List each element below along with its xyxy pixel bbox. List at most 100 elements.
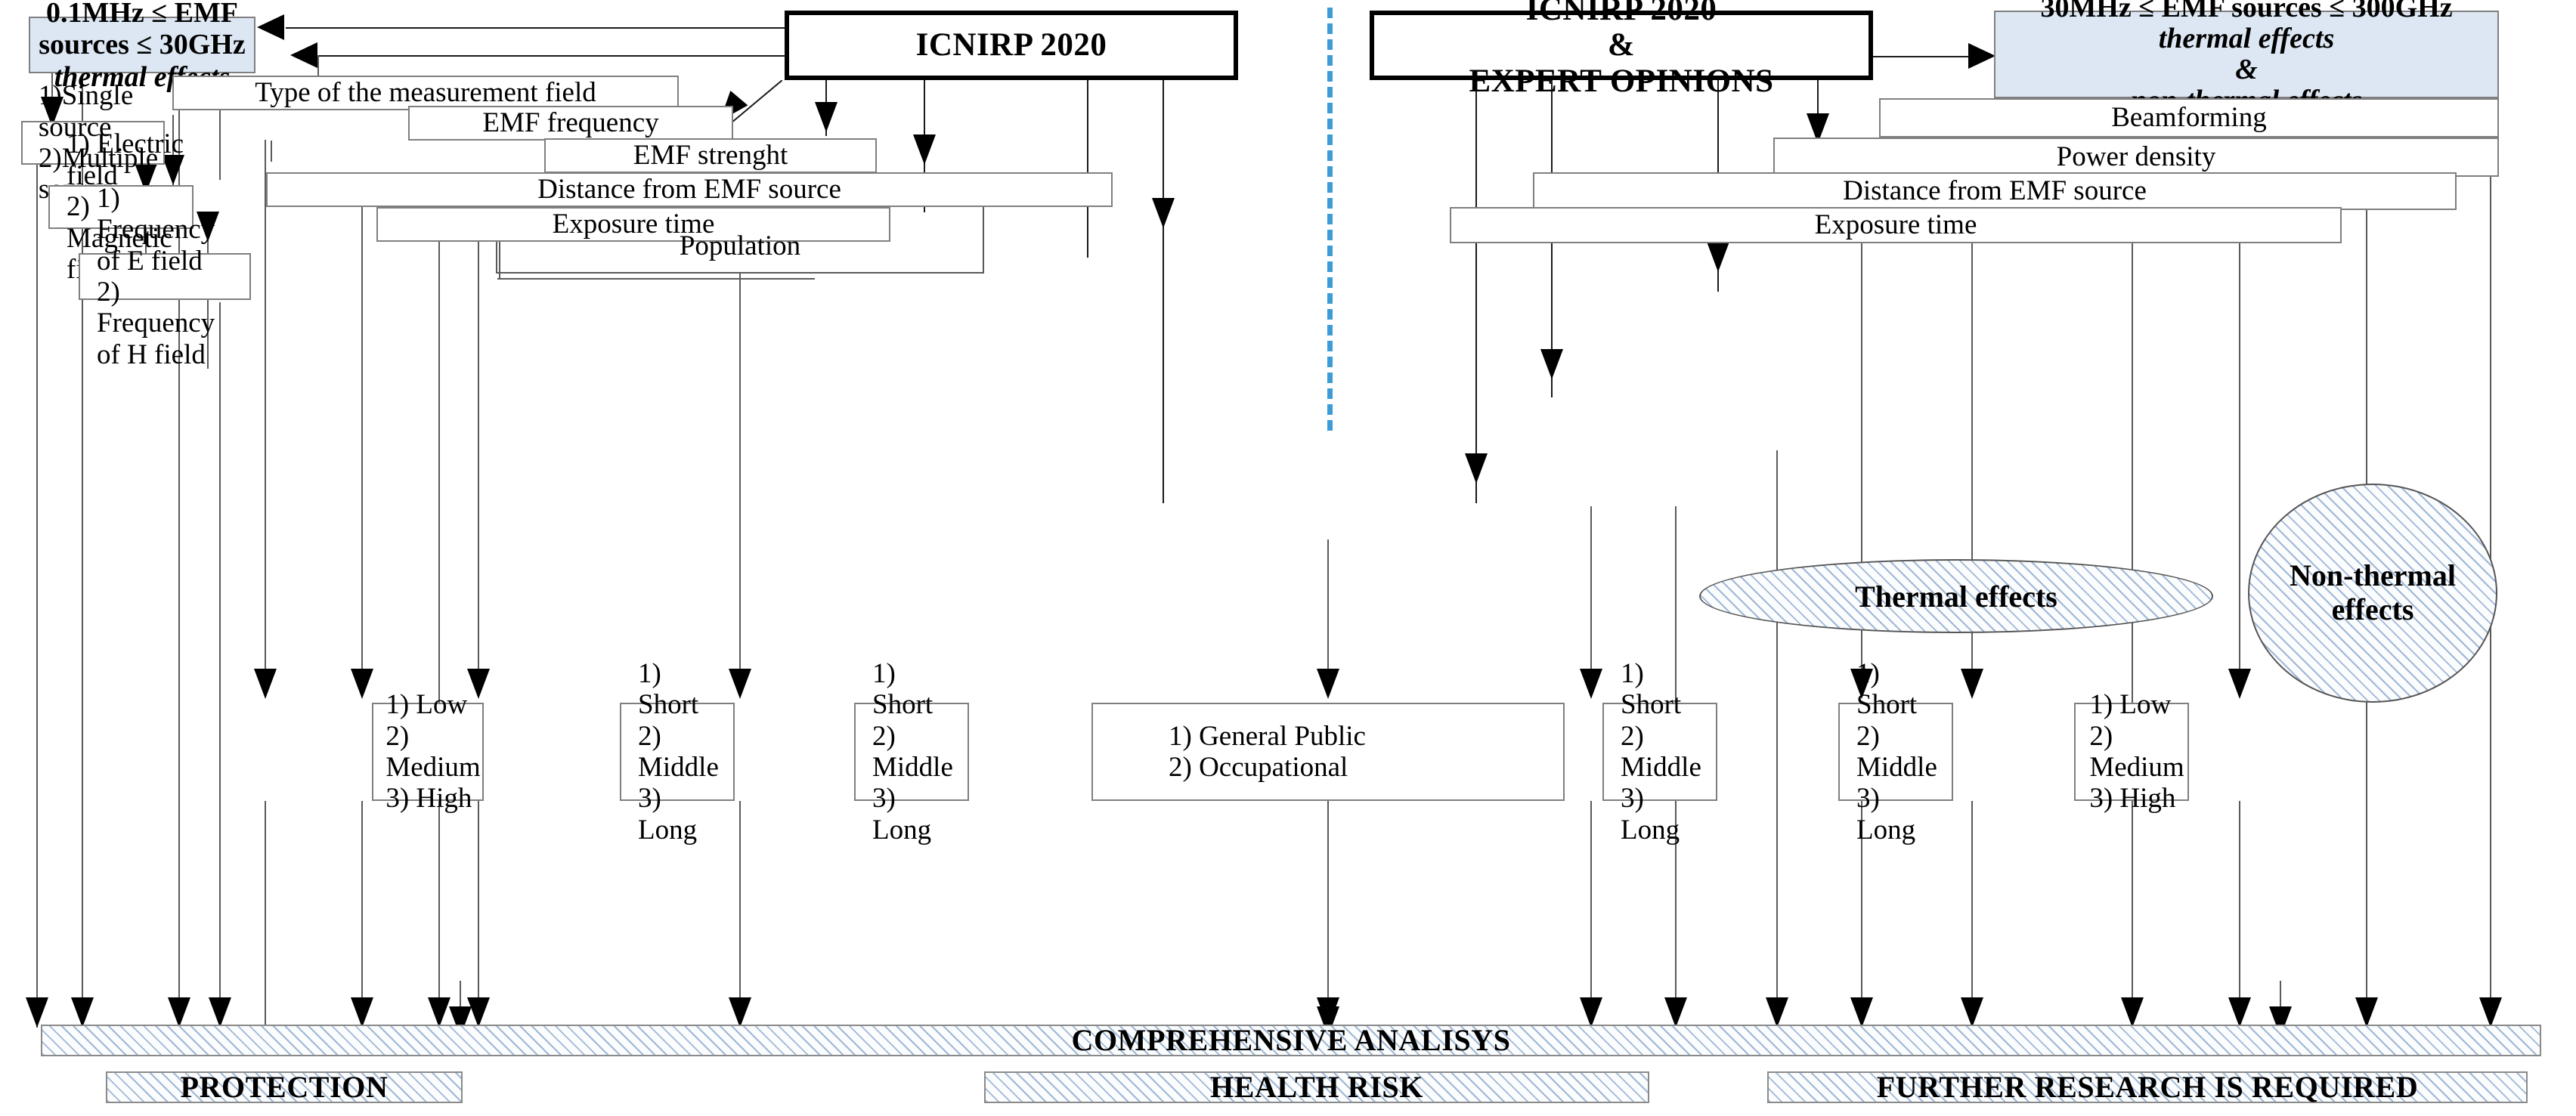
right-range-line1: 30MHz ≤ EMF sources ≤ 300GHz xyxy=(2040,0,2453,23)
connector xyxy=(172,115,174,190)
type-of-measurement-field-box: Type of the measurement field xyxy=(172,76,679,110)
emf-strength-label: EMF strenght xyxy=(633,140,788,172)
field-kind-box: 1) Electric field 2) Magnetic field xyxy=(48,128,194,285)
connector xyxy=(2280,981,2281,1020)
arrow-down-icon xyxy=(26,997,48,1028)
emf-strength-box: EMF strenght xyxy=(544,138,877,173)
connector xyxy=(739,272,741,671)
emf-frequency-box: EMF frequency xyxy=(408,106,733,141)
population-box: Population xyxy=(496,221,984,272)
power-density-label: Power density xyxy=(2056,141,2216,173)
connector xyxy=(1590,506,1592,672)
comprehensive-analysis-bar: COMPREHENSIVE ANALISYS xyxy=(41,1022,2541,1057)
arrow-down-icon xyxy=(1707,242,1729,272)
exposure-time-box-left: Exposure time xyxy=(376,207,890,242)
opt-3: 3) High xyxy=(385,783,472,815)
arrow-down-icon xyxy=(71,997,94,1028)
connector xyxy=(2239,213,2240,672)
connector xyxy=(1873,56,1973,57)
beamforming-box-text: Beamforming xyxy=(1882,100,2496,136)
connector xyxy=(265,140,266,676)
option-box-short-middle-long-4: 1) Short 2) Middle 3) Long xyxy=(1838,658,1953,846)
connector xyxy=(1861,801,1862,1028)
connector xyxy=(1971,801,1973,1028)
distance-from-emf-source-box-right: Distance from EMF source xyxy=(1533,172,2457,210)
non-thermal-effects-circle: Non-thermal effects xyxy=(2248,484,2497,703)
connector xyxy=(1475,80,1477,503)
health-risk-label: HEALTH RISK xyxy=(1210,1069,1423,1104)
arrow-right-icon xyxy=(1968,43,1995,69)
non-thermal-line1: Non-thermal xyxy=(2290,558,2456,593)
opt-3: 3) Long xyxy=(1856,783,1916,846)
arrow-down-icon xyxy=(1961,669,1983,699)
connector xyxy=(1861,213,1862,672)
option-box-low-medium-high-right: 1) Low 2) Medium 3) High xyxy=(2074,689,2189,814)
connector xyxy=(460,981,461,1020)
connector xyxy=(1327,539,1329,675)
source-count-option-1: 1)Single source xyxy=(38,80,134,143)
population-option-1: 1) General Public xyxy=(1169,720,1366,752)
connector xyxy=(2239,801,2240,1028)
population-label: Population xyxy=(679,230,801,262)
comprehensive-analysis-label: COMPREHENSIVE ANALISYS xyxy=(1071,1022,1511,1057)
distance-right-label: Distance from EMF source xyxy=(1843,175,2147,207)
arrow-down-icon xyxy=(467,669,490,699)
arrow-down-icon xyxy=(2355,997,2378,1028)
right-range-line3: & xyxy=(2235,54,2258,85)
arrow-down-icon xyxy=(351,669,373,699)
icnirp-2020-box: ICNIRP 2020 xyxy=(785,11,1238,80)
connector xyxy=(1971,174,1973,672)
connector xyxy=(438,242,440,1028)
right-range-line2: thermal effects xyxy=(2158,22,2335,54)
connector xyxy=(983,206,984,272)
right-frequency-range-box: 30MHz ≤ EMF sources ≤ 300GHz thermal eff… xyxy=(1994,0,2499,116)
arrow-down-icon xyxy=(1766,997,1788,1028)
arrow-left-icon xyxy=(290,42,317,68)
arrow-down-icon xyxy=(2121,997,2144,1028)
connector xyxy=(361,172,363,677)
arrow-down-icon xyxy=(428,997,450,1028)
population-option-2: 2) Occupational xyxy=(1169,752,1348,783)
arrow-down-icon xyxy=(1317,669,1339,699)
icnirp-expert-line3: EXPERT OPINIONS xyxy=(1469,63,1774,99)
arrow-down-icon xyxy=(1850,997,1873,1028)
option-box-short-middle-long-1: 1) Short 2) Middle 3) Long xyxy=(620,658,735,846)
arrow-left-icon xyxy=(257,14,284,40)
population-options-box: 1) General Public 2) Occupational xyxy=(1091,703,1565,801)
connector xyxy=(271,141,272,162)
arrow-down-icon xyxy=(2228,669,2251,699)
beamforming-label-2: Beamforming xyxy=(2111,102,2267,134)
opt-2: 2) Medium xyxy=(2089,720,2184,783)
opt-3: 3) Long xyxy=(638,783,698,846)
connector xyxy=(1087,80,1088,258)
arrow-down-icon xyxy=(913,134,936,165)
section-divider xyxy=(1327,8,1333,431)
opt-1: 1) Low xyxy=(385,689,468,721)
further-research-box: FURTHER RESEARCH IS REQUIRED xyxy=(1767,1070,2528,1103)
arrow-down-icon xyxy=(729,669,751,699)
field-kind-option-1: 1) Electric field xyxy=(67,128,184,191)
connector xyxy=(219,108,221,180)
opt-1: 1) Short xyxy=(1621,657,1682,721)
arrow-down-icon xyxy=(2228,997,2251,1028)
connector xyxy=(265,801,266,1028)
emf-frequency-label: EMF frequency xyxy=(482,107,659,139)
opt-3: 3) High xyxy=(2089,783,2176,815)
connector xyxy=(496,227,497,272)
arrow-down-icon xyxy=(1961,997,1983,1028)
opt-3: 3) Long xyxy=(1621,783,1680,846)
arrow-down-icon xyxy=(162,155,184,185)
connector xyxy=(1590,801,1592,1028)
connector xyxy=(1776,450,1778,1028)
exposure-time-right-label: Exposure time xyxy=(1814,209,1977,241)
opt-2: 2) Middle xyxy=(872,720,953,783)
connector xyxy=(178,108,180,1028)
opt-2: 2) Middle xyxy=(1621,720,1701,783)
connector xyxy=(82,73,83,1028)
arrow-down-icon xyxy=(815,102,838,132)
field-frequency-box: 1) Frequency of E field 2) Frequency of … xyxy=(79,183,251,370)
exposure-time-box-right: Exposure time xyxy=(1450,207,2342,243)
power-density-box: Power density xyxy=(1773,138,2499,177)
arrow-down-icon xyxy=(209,997,231,1028)
